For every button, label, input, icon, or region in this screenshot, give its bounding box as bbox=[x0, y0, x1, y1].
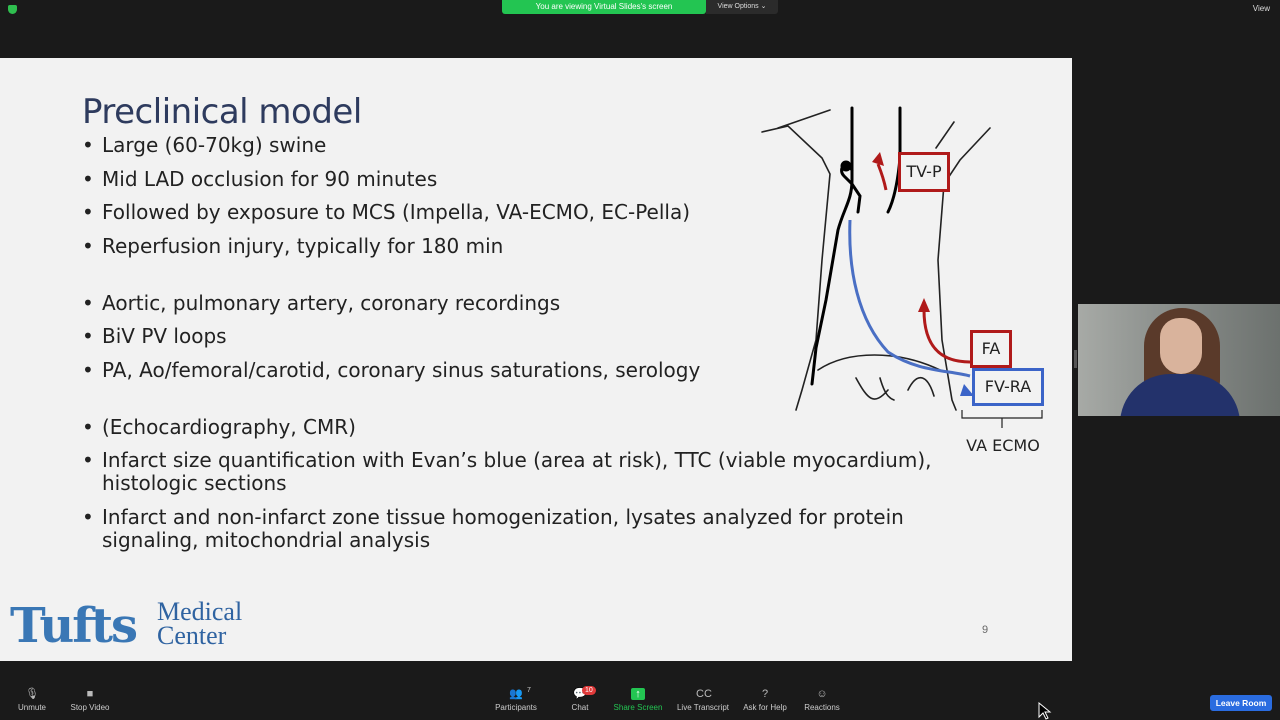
leave-room-button[interactable]: Leave Room bbox=[1210, 695, 1272, 711]
ask-for-help-button[interactable]: ? Ask for Help bbox=[733, 688, 797, 712]
bullet-item: Followed by exposure to MCS (Impella, VA… bbox=[82, 201, 1002, 225]
share-banner: You are viewing Virtual Slides's screen bbox=[502, 0, 706, 14]
swine-outline-drawing bbox=[761, 106, 1043, 428]
slide-page-number: 9 bbox=[982, 624, 989, 636]
bullet-item: BiV PV loops bbox=[82, 325, 1002, 349]
logo-medical-center-text: Medical Center bbox=[157, 597, 243, 650]
bullet-list: Large (60-70kg) swine Mid LAD occlusion … bbox=[82, 134, 1002, 562]
va-ecmo-label: VA ECMO bbox=[966, 436, 1040, 455]
bullet-item: Large (60-70kg) swine bbox=[82, 134, 1002, 158]
participants-label: Participants bbox=[495, 703, 537, 712]
bullet-item: Reperfusion injury, typically for 180 mi… bbox=[82, 234, 1002, 258]
reactions-button[interactable]: ☺ Reactions bbox=[790, 688, 854, 712]
logo-center: Center bbox=[157, 621, 227, 650]
participant-face bbox=[1160, 318, 1202, 374]
muted-microphone-icon: 🎙 bbox=[25, 688, 39, 700]
shared-slide: Preclinical model Large (60-70kg) swine … bbox=[0, 58, 1072, 661]
smiley-icon: ☺ bbox=[816, 688, 828, 700]
slide-title: Preclinical model bbox=[82, 92, 362, 132]
share-screen-button[interactable]: ↑ Share Screen bbox=[606, 688, 670, 712]
live-transcript-button[interactable]: CC Live Transcript bbox=[671, 688, 735, 712]
view-button[interactable]: View bbox=[1253, 4, 1270, 13]
logo-medical: Medical bbox=[157, 597, 243, 626]
unmute-button[interactable]: 🎙 Unmute bbox=[0, 688, 64, 712]
stop-video-label: Stop Video bbox=[70, 703, 110, 712]
bullet-item: Infarct and non-infarct zone tissue homo… bbox=[82, 505, 1002, 552]
swine-cannulation-diagram: TV-P FA FV-RA VA ECMO bbox=[748, 100, 1058, 465]
stop-video-button[interactable]: ■ Stop Video bbox=[58, 688, 122, 712]
reactions-label: Reactions bbox=[804, 703, 840, 712]
share-screen-icon: ↑ bbox=[631, 688, 645, 700]
share-screen-label: Share Screen bbox=[613, 703, 663, 712]
participant-video-tile[interactable] bbox=[1078, 304, 1280, 416]
fa-label: FA bbox=[970, 330, 1012, 368]
participants-count: 7 bbox=[527, 687, 531, 694]
meeting-toolbar: 🎙 Unmute ■ Stop Video 👥 7 Participants 💬… bbox=[0, 684, 1280, 720]
participants-icon: 👥 bbox=[509, 688, 523, 700]
bullet-item: Mid LAD occlusion for 90 minutes bbox=[82, 167, 1002, 191]
ask-for-help-label: Ask for Help bbox=[743, 703, 787, 712]
chat-button[interactable]: 💬 10 Chat bbox=[548, 686, 612, 712]
tvp-label: TV-P bbox=[898, 152, 950, 192]
chat-unread-badge: 10 bbox=[582, 686, 596, 695]
view-label: View bbox=[1252, 4, 1270, 13]
top-bar: You are viewing Virtual Slides's screen … bbox=[0, 0, 1280, 16]
closed-caption-icon: CC bbox=[696, 688, 712, 700]
view-options-button[interactable]: View Options ⌄ bbox=[706, 0, 778, 14]
bullet-item: Aortic, pulmonary artery, coronary recor… bbox=[82, 291, 1002, 315]
panel-resize-handle[interactable] bbox=[1074, 350, 1077, 368]
bullet-item: (Echocardiography, CMR) bbox=[82, 415, 1002, 439]
video-camera-icon: ■ bbox=[86, 688, 94, 700]
help-question-icon: ? bbox=[761, 688, 769, 700]
bullet-item: Infarct size quantification with Evan’s … bbox=[82, 449, 1002, 495]
live-transcript-label: Live Transcript bbox=[676, 703, 730, 712]
unmute-label: Unmute bbox=[17, 703, 46, 712]
fvra-label: FV-RA bbox=[972, 368, 1044, 406]
tufts-medical-center-logo: Tufts Medical Center bbox=[10, 598, 270, 654]
logo-tufts-text: Tufts bbox=[10, 598, 138, 654]
participants-button[interactable]: 👥 7 Participants bbox=[484, 687, 548, 712]
bullet-item: PA, Ao/femoral/carotid, coronary sinus s… bbox=[82, 358, 1002, 382]
mouse-cursor-icon bbox=[1038, 702, 1052, 720]
chat-label: Chat bbox=[571, 703, 589, 712]
security-shield-icon[interactable] bbox=[8, 5, 17, 14]
